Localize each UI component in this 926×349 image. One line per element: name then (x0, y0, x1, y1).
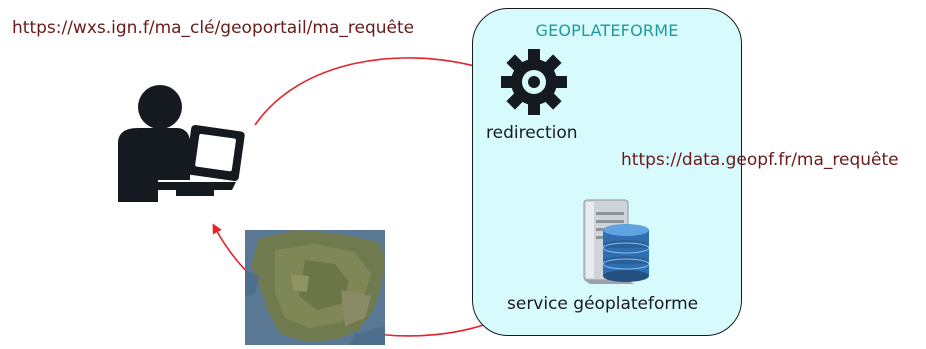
arrow-user-to-redirection (254, 57, 485, 126)
request-url-label: https://wxs.ign.f/ma_clé/geoportail/ma_r… (12, 18, 415, 38)
platform-title: GEOPLATEFORME (535, 21, 679, 40)
map-france-icon (245, 230, 385, 345)
redirected-url-label: https://data.geopf.fr/ma_requête (621, 150, 899, 170)
service-label: service géoplateforme (507, 294, 699, 314)
redirection-label: redirection (486, 123, 578, 143)
